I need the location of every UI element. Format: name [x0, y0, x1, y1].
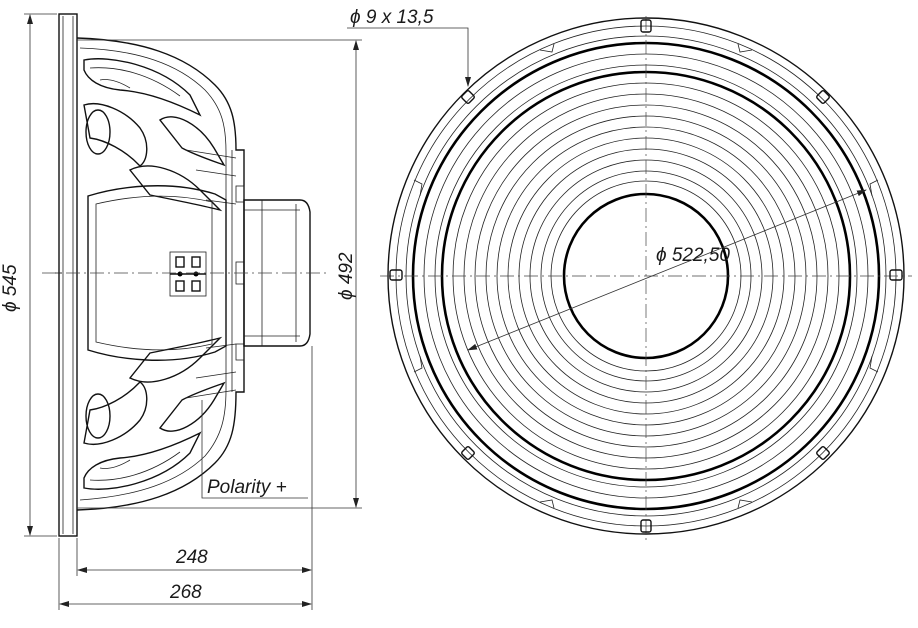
dim-248-label: 248	[175, 547, 208, 568]
dim-492-label: ϕ 492	[336, 252, 357, 300]
mounting-hole	[640, 19, 652, 33]
dim-hole-label: ϕ 9 x 13,5	[350, 7, 434, 28]
polarity-label: Polarity +	[207, 477, 287, 498]
front-flange	[58, 13, 78, 537]
side-dimensions: ϕ 545 ϕ 492 Polarity + 248 268	[0, 13, 362, 610]
dim-545-label: ϕ 545	[0, 264, 21, 312]
mounting-hole	[461, 90, 475, 104]
front-view: ϕ 522,50 ϕ 9 x 13,5	[347, 7, 912, 540]
dim-522-label: ϕ 522,50	[656, 245, 730, 266]
magnet-cup	[243, 199, 311, 347]
mounting-hole	[816, 446, 830, 460]
side-view	[42, 13, 330, 537]
mounting-hole	[461, 446, 475, 460]
mounting-holes	[389, 19, 903, 533]
dim-268-label: 268	[169, 582, 202, 603]
mounting-hole	[889, 269, 903, 281]
basket-spokes-top	[83, 58, 237, 212]
basket-outline	[76, 37, 245, 511]
mounting-hole	[389, 269, 403, 281]
basket-spokes-bottom	[83, 336, 237, 490]
terminal-block	[169, 251, 207, 297]
mounting-hole	[640, 519, 652, 533]
mounting-hole	[816, 90, 830, 104]
